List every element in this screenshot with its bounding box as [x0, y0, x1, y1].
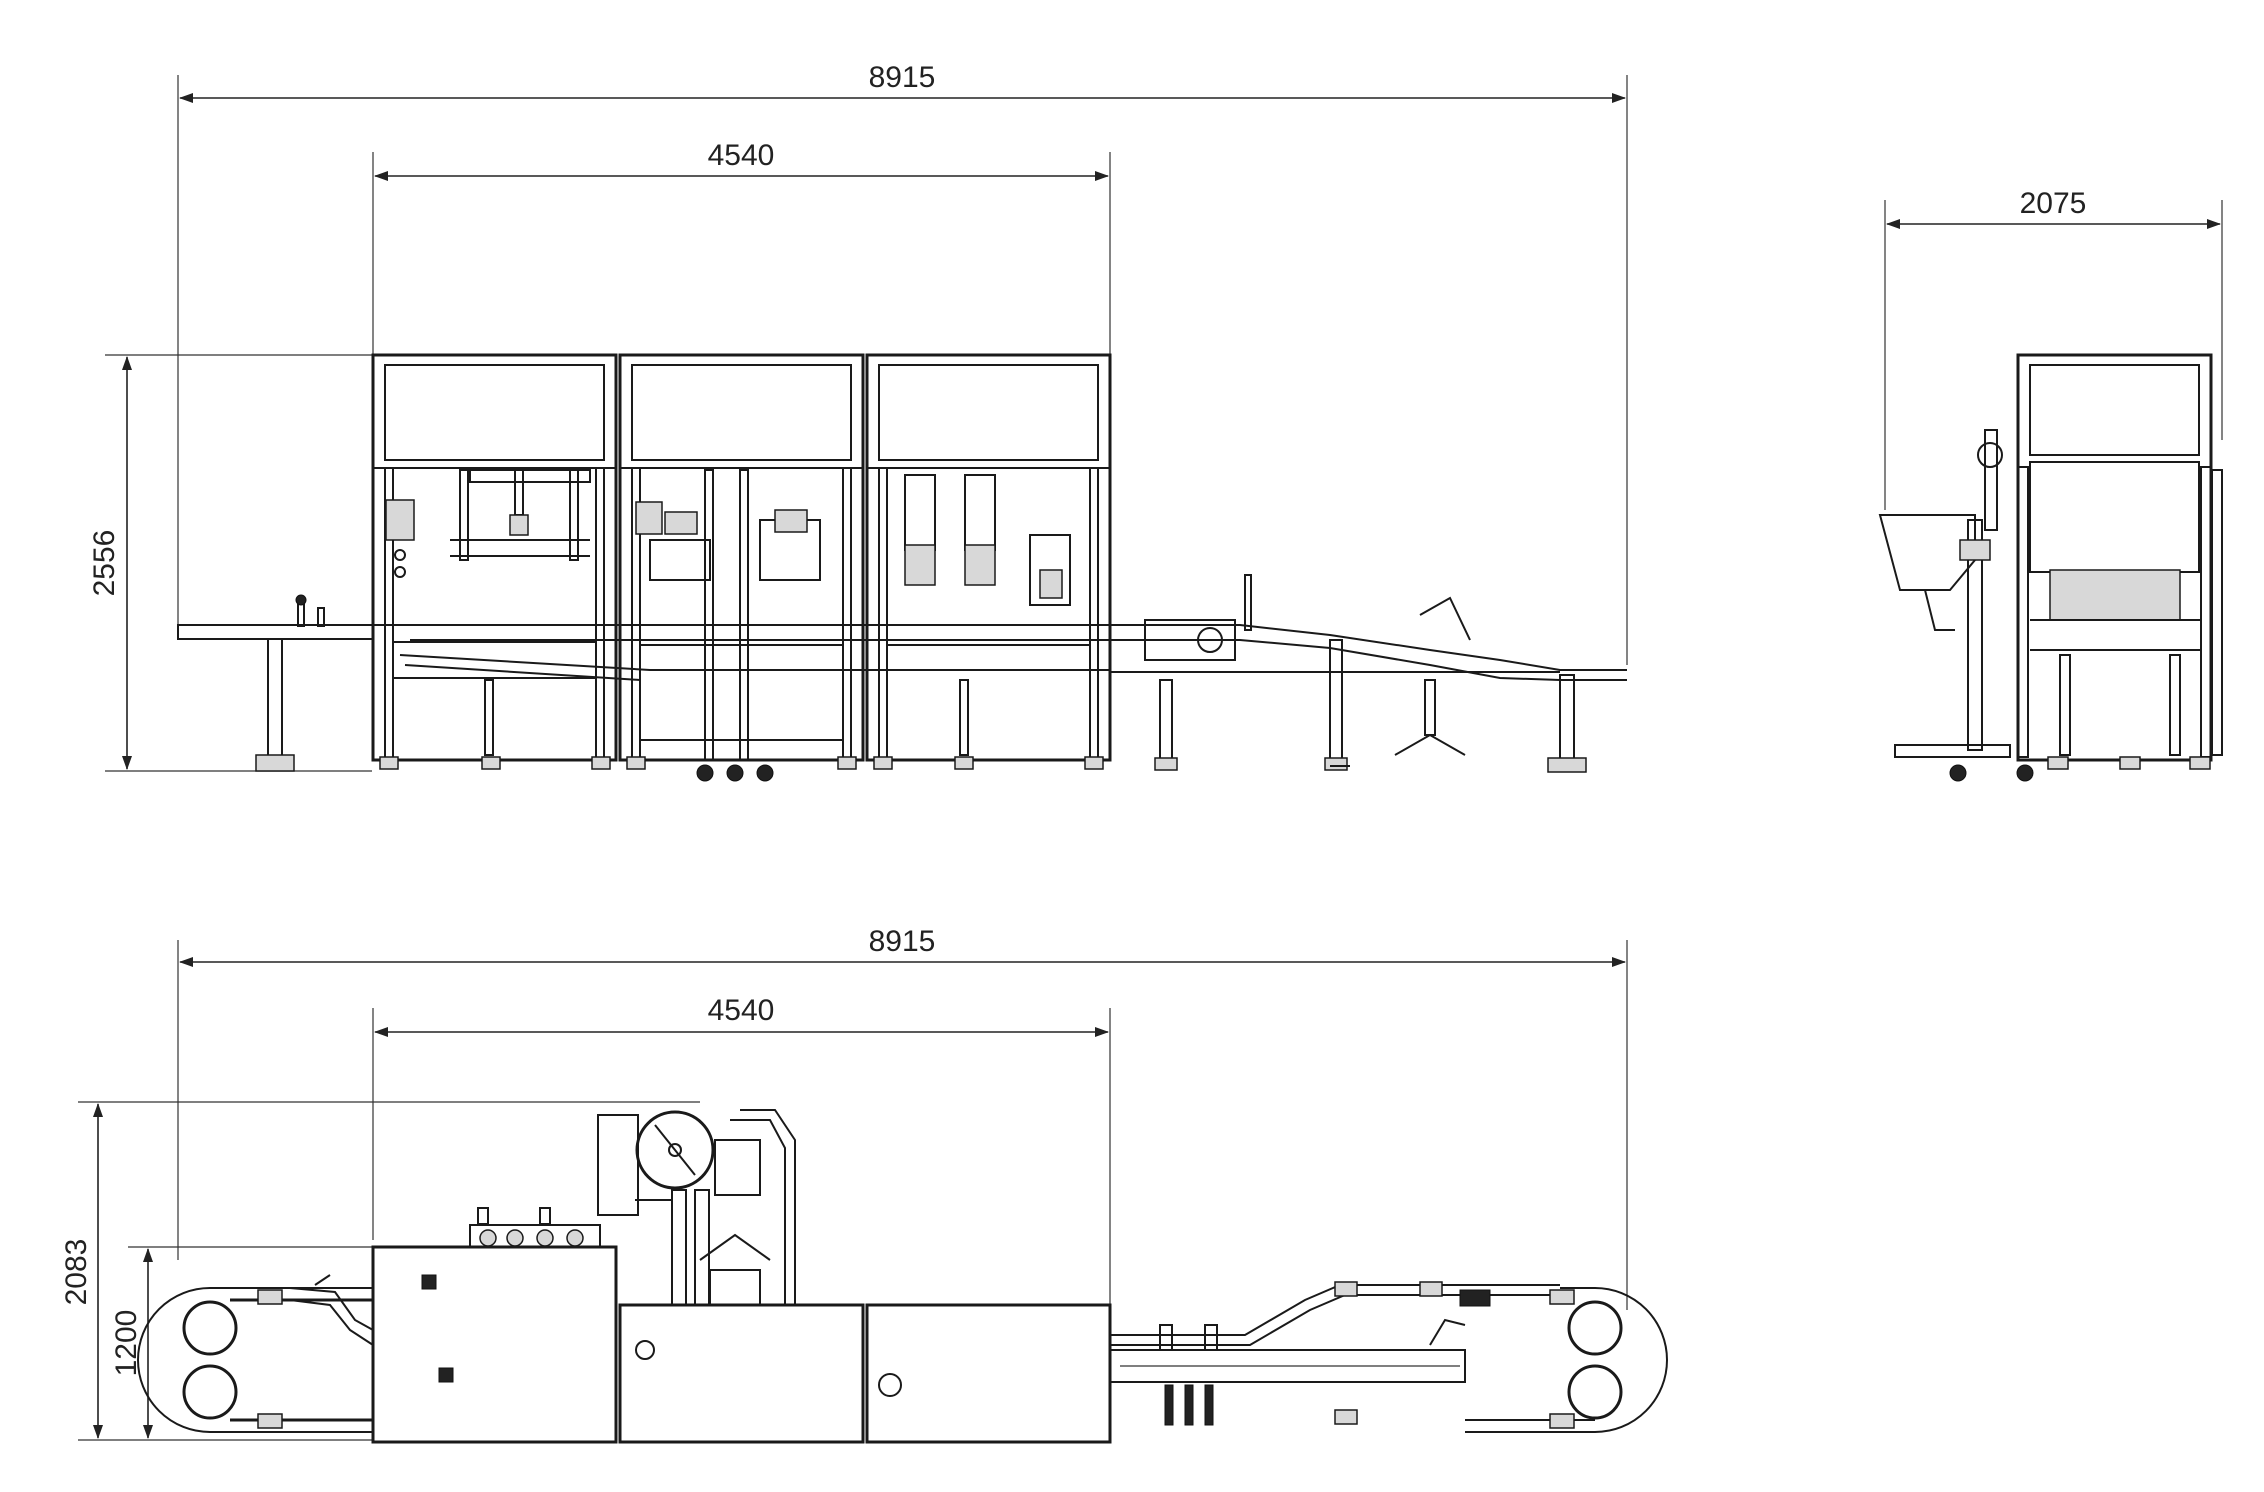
top-dimension-total: 8915 — [177, 925, 1628, 1310]
dim-label-8915-top: 8915 — [869, 925, 936, 958]
front-cabinet-2 — [618, 353, 865, 782]
top-dimension-machine: 4540 — [372, 994, 1111, 1305]
dim-label-4540-top: 4540 — [708, 994, 775, 1027]
top-view-machine — [137, 1109, 1668, 1444]
front-dimension-machine: 4540 — [372, 139, 1111, 355]
top-dimension-depth: 2083 1200 — [60, 1101, 700, 1441]
front-view-machine — [177, 353, 1627, 782]
front-cabinet-1 — [371, 353, 618, 770]
front-cabinet-3 — [865, 353, 1112, 770]
top-capper-assembly — [597, 1109, 796, 1306]
front-dimension-height: 2556 — [88, 354, 372, 772]
dim-label-8915-front: 8915 — [869, 61, 936, 94]
side-dimension-width: 2075 — [1884, 187, 2223, 510]
dim-label-4540-front: 4540 — [708, 139, 775, 172]
top-filler-heads — [469, 1207, 601, 1248]
front-dimension-total: 8915 — [177, 61, 1628, 665]
dim-label-2083: 2083 — [60, 1239, 93, 1306]
side-view-machine — [1878, 353, 2223, 782]
dim-label-2556: 2556 — [88, 530, 121, 597]
dim-label-2075: 2075 — [2020, 187, 2087, 220]
